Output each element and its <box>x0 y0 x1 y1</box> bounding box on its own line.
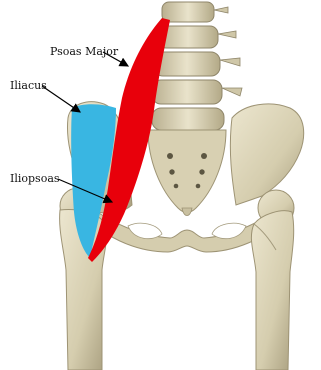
iliacus-label: Iliacus <box>10 80 47 91</box>
coccyx <box>182 208 192 216</box>
sacrum <box>148 130 226 213</box>
right-femur <box>251 190 294 370</box>
right-ilium <box>230 104 303 205</box>
psoas-major-label: Psoas Major <box>50 46 118 57</box>
iliopsoas-label: Iliopsoas <box>10 173 60 184</box>
iliacus-pointer <box>42 86 80 112</box>
